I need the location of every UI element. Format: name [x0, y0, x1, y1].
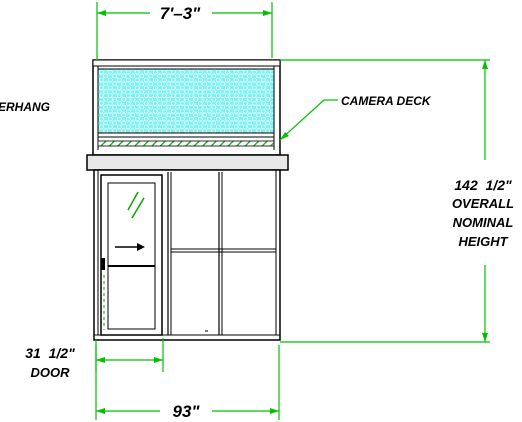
width-top-label: 7'–3"	[160, 4, 201, 23]
height-label-line2: OVERALL	[452, 196, 514, 211]
camera-deck-leader	[279, 99, 338, 141]
dimension-height	[280, 59, 490, 343]
arrow-right-icon	[115, 243, 145, 251]
door-label-line1: 31 1/2"	[25, 345, 75, 361]
door-frame	[100, 174, 163, 336]
overhang-slab	[86, 154, 289, 171]
upper-enclosure	[92, 59, 281, 156]
camera-deck-label: CAMERA DECK	[341, 94, 432, 108]
height-label-line3: NOMINAL	[453, 215, 514, 230]
camera-deck-hatch	[97, 140, 275, 147]
door-handle	[101, 258, 105, 270]
width-bottom-label: 93"	[173, 402, 201, 421]
glass-reflection-icon	[127, 191, 145, 219]
door-label-line2: DOOR	[31, 365, 71, 380]
door-glass	[107, 182, 156, 330]
height-label-line1: 142 1/2"	[454, 177, 512, 193]
glazing-panel	[97, 68, 275, 134]
booth-frame	[93, 169, 281, 341]
lower-booth	[93, 169, 281, 341]
dimension-width-top	[96, 2, 273, 60]
side-glazing	[167, 172, 276, 335]
dimension-door	[95, 338, 164, 372]
dimension-width-bottom	[95, 345, 280, 420]
top-rail	[92, 59, 281, 67]
height-label-line4: HEIGHT	[458, 234, 508, 249]
overhang-label: ERHANG	[0, 100, 50, 114]
